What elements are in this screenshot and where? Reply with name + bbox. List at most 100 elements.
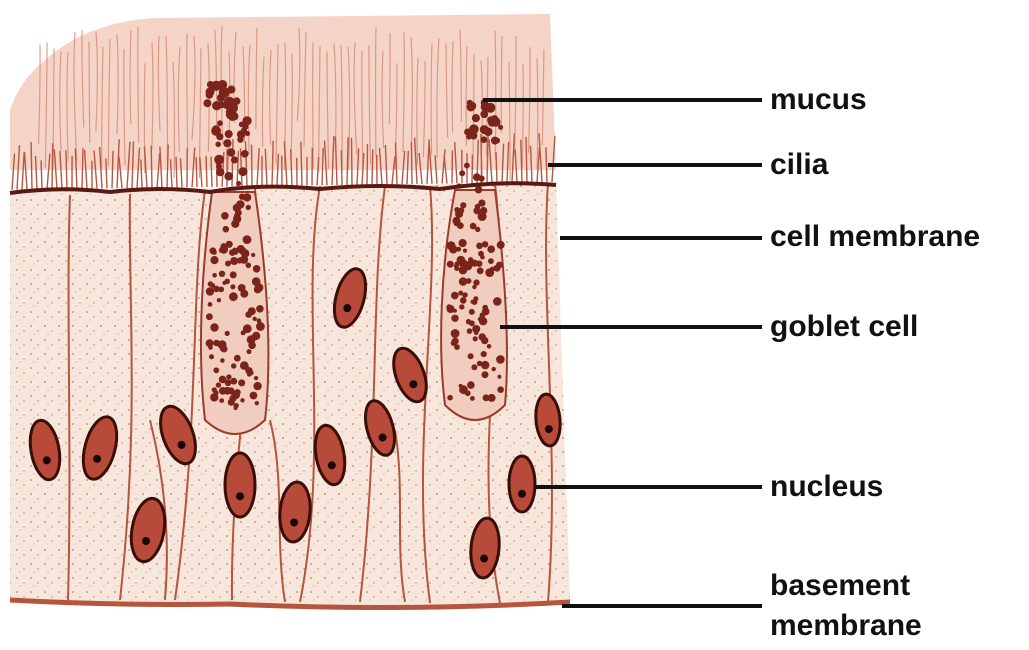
mucus-granule	[243, 124, 249, 130]
mucus-granule	[207, 81, 214, 88]
mucus-granule	[237, 136, 243, 142]
mucus-granule	[451, 315, 458, 322]
mucus-granule	[255, 401, 259, 405]
mucus-granule	[226, 109, 236, 119]
mucus-granule	[487, 344, 492, 349]
mucus-granule	[237, 258, 242, 263]
mucus-granule	[211, 126, 221, 136]
mucus-granule	[491, 117, 500, 126]
mucus-granule	[240, 398, 244, 402]
mucus-granule	[481, 351, 487, 357]
mucus-granule	[241, 365, 246, 370]
mucus-granule	[468, 353, 474, 359]
mucus-granule	[206, 339, 214, 347]
cilium	[411, 142, 412, 184]
cilium	[526, 137, 527, 183]
cilium	[341, 150, 342, 185]
mucus-granule	[238, 284, 246, 292]
mucus-granule	[473, 336, 478, 341]
mucus-granule	[238, 379, 245, 386]
mucus-granule	[479, 176, 485, 182]
mucus-granule	[494, 265, 501, 272]
mucus-granule	[227, 148, 235, 156]
mucus-granule	[447, 261, 454, 268]
mucus-strand	[89, 42, 90, 143]
mucus-granule	[446, 304, 452, 310]
mucus-granule	[219, 398, 224, 403]
mucus-granule	[251, 253, 255, 257]
mucus-granule	[245, 366, 250, 371]
label-nucleus: nucleus	[770, 470, 883, 504]
mucus-granule	[481, 136, 488, 143]
mucus-granule	[232, 249, 237, 254]
mucus-granule	[497, 241, 505, 249]
mucus-granule	[234, 389, 240, 395]
mucus-granule	[247, 372, 252, 377]
mucus-granule	[460, 202, 466, 208]
mucus-granule	[210, 323, 218, 331]
mucus-granule	[224, 172, 233, 181]
mucus-granule	[209, 354, 214, 359]
mucus-granule	[219, 387, 227, 395]
cilium	[372, 149, 373, 185]
mucus-granule	[471, 364, 477, 370]
mucus-granule	[472, 114, 480, 122]
mucus-granule	[252, 277, 261, 286]
mucus-granule	[212, 250, 217, 255]
mucus-granule	[469, 309, 475, 315]
label-goblet-cell: goblet cell	[770, 310, 918, 344]
mucus-granule	[243, 324, 252, 333]
mucus-granule	[210, 256, 218, 264]
mucus-granule	[231, 363, 236, 368]
nucleus-body	[225, 453, 255, 517]
mucus-granule	[234, 355, 241, 362]
mucus-granule	[254, 376, 258, 380]
cilium	[211, 157, 212, 187]
mucus-granule	[258, 322, 262, 326]
mucus-granule	[477, 267, 484, 274]
mucus-granule	[464, 129, 471, 136]
mucus-granule	[215, 142, 221, 148]
mucus-granule	[466, 278, 472, 284]
mucus-granule	[476, 243, 483, 250]
mucus-granule	[219, 248, 224, 253]
mucus-granule	[467, 102, 476, 111]
mucus-granule	[216, 168, 224, 176]
label-mucus: mucus	[770, 83, 867, 117]
mucus-granule	[230, 378, 237, 385]
mucus-granule	[206, 313, 213, 320]
mucus-granule	[212, 101, 221, 110]
mucus-granule	[241, 249, 249, 257]
mucus-granule	[481, 337, 488, 344]
mucus-granule	[488, 258, 494, 264]
mucus-granule	[219, 271, 225, 277]
mucus-granule	[241, 150, 249, 158]
mucus-granule	[465, 390, 471, 396]
mucus-granule	[231, 156, 238, 163]
nucleus-body	[509, 456, 535, 512]
cilium	[196, 157, 197, 187]
mucus-granule	[239, 167, 248, 176]
mucus-granule	[225, 331, 230, 336]
mucus-granule	[243, 116, 252, 125]
mucus-granule	[212, 273, 217, 278]
mucus-granule	[203, 99, 211, 107]
mucus-granule	[248, 342, 256, 350]
cilium	[82, 148, 83, 189]
cilium	[52, 143, 53, 189]
mucus-granule	[214, 155, 224, 165]
nucleus	[509, 456, 535, 512]
mucus-granule	[459, 170, 465, 176]
mucus-granule	[243, 193, 251, 201]
mucus-granule	[471, 260, 478, 267]
mucus-granule	[451, 329, 460, 338]
mucus-granule	[478, 212, 487, 221]
mucus-granule	[256, 305, 264, 313]
mucus-granule	[487, 245, 495, 253]
mucus-granule	[225, 261, 231, 267]
mucus-granule	[464, 163, 470, 169]
label-cell-membrane: cell membrane	[770, 220, 980, 254]
mucus-granule	[459, 384, 463, 388]
mucus-granule	[208, 302, 213, 307]
mucus-granule	[235, 209, 242, 216]
